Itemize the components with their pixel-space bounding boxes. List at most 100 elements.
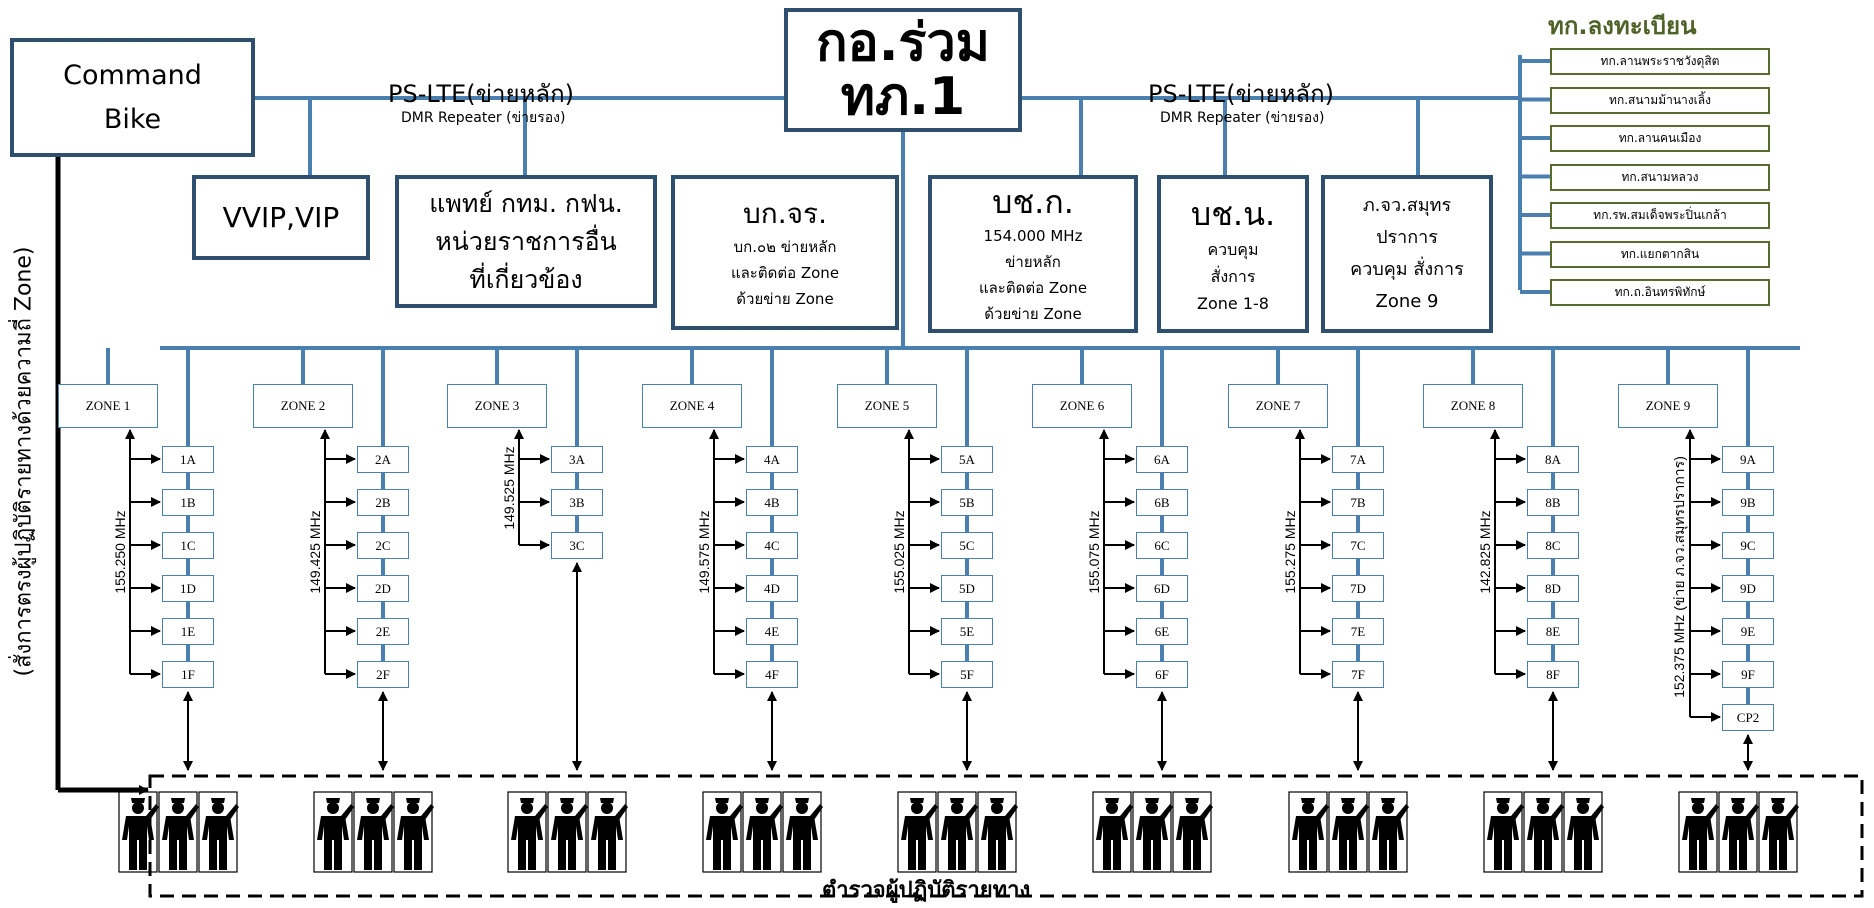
zone-frequency-label: 142.825 MHz (1476, 510, 1493, 594)
sub-zone-box: 5E (941, 618, 993, 645)
sub-zone-box: 5A (941, 446, 993, 473)
zone-box: ZONE 3 (447, 384, 547, 428)
sub-zone-box: 9A (1722, 446, 1774, 473)
sub-zone-box: 6B (1136, 489, 1188, 516)
registration-item: ทก.สนามม้านางเลิ้ง (1550, 86, 1770, 114)
sub-zone-box: 1E (162, 618, 214, 645)
zone-box: ZONE 4 (642, 384, 742, 428)
bk-jr-line1: บก.๐๒ ข่ายหลัก (733, 237, 837, 256)
sub-zone-box: 3A (551, 446, 603, 473)
registration-item: ทก.สนามหลวง (1550, 163, 1770, 191)
police-figure-icon (198, 791, 239, 873)
command-bike-line1: Command (63, 59, 202, 91)
police-figure-icon (507, 791, 548, 873)
police-group-frame (148, 774, 1864, 898)
sub-zone-box: 9D (1722, 575, 1774, 602)
sub-zone-box: 7C (1332, 532, 1384, 559)
sub-zone-box: 6E (1136, 618, 1188, 645)
bch-k-line4: ด้วยข่าย Zone (984, 305, 1082, 323)
bk-jr-line3: ด้วยข่าย Zone (736, 289, 834, 308)
police-figure-icon (742, 791, 783, 873)
police-figure-icon (1092, 791, 1133, 873)
sub-zone-box: 2E (357, 618, 409, 645)
sub-zone-box: 8E (1527, 618, 1579, 645)
police-figure-icon (1368, 791, 1409, 873)
joint-command-line1: กอ.ร่วม (816, 13, 990, 73)
left-network-main: PS-LTE(ข่ายหลัก) (388, 80, 574, 108)
medical-line2: หน่วยราชการอื่น (435, 226, 617, 256)
registration-title: ทก.ลงทะเบียน (1548, 12, 1697, 40)
sub-zone-box: 5B (941, 489, 993, 516)
sub-zone-box: 1F (162, 661, 214, 688)
sub-zone-box: 2F (357, 661, 409, 688)
bch-k-line2: ข่ายหลัก (1005, 253, 1061, 271)
zone-frequency-label: 149.575 MHz (695, 510, 712, 594)
sub-zone-box: 4C (746, 532, 798, 559)
sub-zone-box: 3C (551, 532, 603, 559)
sub-zone-box: 1C (162, 532, 214, 559)
bk-jr-box: บก.จร. บก.๐๒ ข่ายหลัก และติดต่อ Zone ด้ว… (671, 175, 899, 330)
police-figure-icon (1758, 791, 1799, 873)
sub-zone-box: 5D (941, 575, 993, 602)
joint-command-box: กอ.ร่วม ทภ.1 (784, 8, 1022, 132)
sub-zone-box: 7B (1332, 489, 1384, 516)
sub-zone-box: 4E (746, 618, 798, 645)
zone-frequency-label: 155.075 MHz (1085, 510, 1102, 594)
sub-zone-box: 9E (1722, 618, 1774, 645)
sub-zone-box: 6C (1136, 532, 1188, 559)
sub-zone-box: 7D (1332, 575, 1384, 602)
police-figure-icon (118, 791, 159, 873)
bk-jr-line2: และติดต่อ Zone (730, 263, 840, 282)
vvip-box: VVIP,VIP (192, 175, 370, 260)
sub-zone-box: 8A (1527, 446, 1579, 473)
police-figure-icon (547, 791, 588, 873)
bch-k-box: บช.ก. 154.000 MHz ข่ายหลัก และติดต่อ Zon… (928, 175, 1138, 333)
sub-zone-box: 2D (357, 575, 409, 602)
bch-k-line3: และติดต่อ Zone (978, 279, 1088, 297)
sub-zone-box: 2C (357, 532, 409, 559)
zone-frequency-label: 152.375 MHz (ข่าย ภ.จว.สมุทรปราการ) (1671, 455, 1687, 698)
zone-frequency-label: 149.425 MHz (306, 510, 323, 594)
police-figure-icon (393, 791, 434, 873)
sub-zone-box: 9B (1722, 489, 1774, 516)
sub-zone-box: 6F (1136, 661, 1188, 688)
sub-zone-box: 5F (941, 661, 993, 688)
zone-frequency-label: 155.025 MHz (890, 510, 907, 594)
police-figure-icon (353, 791, 394, 873)
joint-command-line2: ทภ.1 (840, 67, 966, 127)
samut-prakan-box: ภ.จว.สมุทร ปราการ ควบคุม สั่งการ Zone 9 (1321, 175, 1493, 333)
sub-zone-box: 8C (1527, 532, 1579, 559)
samut-line4: Zone 9 (1375, 291, 1439, 312)
police-figure-icon (1288, 791, 1329, 873)
police-figure-icon (897, 791, 938, 873)
sub-zone-box: 4A (746, 446, 798, 473)
zone-box: ZONE 2 (253, 384, 353, 428)
zone-box: ZONE 7 (1228, 384, 1328, 428)
sub-zone-box: 2A (357, 446, 409, 473)
sub-zone-box: CP2 (1722, 704, 1774, 731)
registration-item: ทก.รพ.สมเด็จพระปิ่นเกล้า (1550, 202, 1770, 229)
sub-zone-box: 9C (1722, 532, 1774, 559)
police-figure-icon (1132, 791, 1173, 873)
zone-box: ZONE 5 (837, 384, 937, 428)
sub-zone-box: 1B (162, 489, 214, 516)
bch-n-box: บช.น. ควบคุม สั่งการ Zone 1-8 (1157, 175, 1309, 333)
vvip-label: VVIP,VIP (222, 201, 340, 234)
zone-box: ZONE 9 (1618, 384, 1718, 428)
bottom-label: ตำรวจผู้ปฏิบัติรายทาง (822, 878, 1031, 903)
sub-zone-box: 4B (746, 489, 798, 516)
command-bike-box: Command Bike (10, 38, 255, 157)
sub-zone-box: 9F (1722, 661, 1774, 688)
samut-line2: ปราการ (1376, 227, 1438, 248)
sub-zone-box: 3B (551, 489, 603, 516)
bch-n-line1: ควบคุม (1207, 239, 1259, 259)
zone-box: ZONE 8 (1423, 384, 1523, 428)
bk-jr-title: บก.จร. (743, 196, 827, 230)
police-figure-icon (1563, 791, 1604, 873)
police-figure-icon (1483, 791, 1524, 873)
police-figure-icon (1678, 791, 1719, 873)
sub-zone-box: 8F (1527, 661, 1579, 688)
police-figure-icon (313, 791, 354, 873)
sub-zone-box: 7A (1332, 446, 1384, 473)
